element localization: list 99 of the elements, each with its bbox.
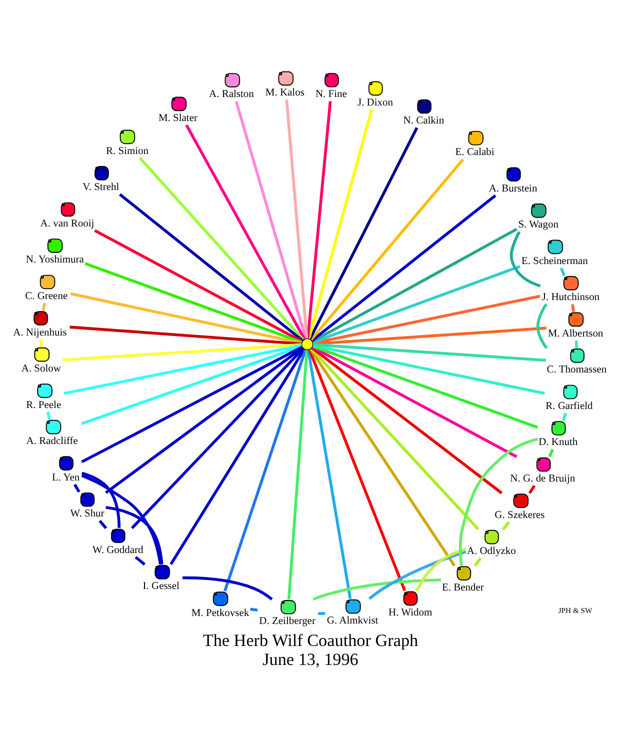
- connector: [560, 267, 566, 276]
- node-label: V. Strehl: [82, 182, 120, 193]
- node-label: R. Peele: [26, 399, 62, 410]
- node-label: N. Fine: [315, 88, 347, 100]
- connector: [574, 340, 578, 348]
- connector: [287, 350, 308, 599]
- connector: [312, 345, 518, 458]
- connector: [285, 99, 308, 338]
- connector: [312, 344, 538, 428]
- connector: [70, 292, 302, 344]
- connector: [81, 345, 302, 463]
- node-label: N. G. de Bruijn: [510, 473, 576, 484]
- node-label: W. Goddard: [92, 544, 144, 556]
- connector: [118, 192, 304, 342]
- node-label: C. Thomassen: [546, 364, 607, 376]
- connector: [474, 556, 482, 566]
- node-label: E. Calabi: [455, 146, 494, 158]
- node-label: H. Widom: [388, 606, 432, 618]
- connector: [311, 346, 503, 494]
- diagram-title: The Herb Wilf Coauthor Graph: [202, 630, 418, 650]
- connector: [318, 612, 326, 614]
- connector: [312, 344, 545, 394]
- node-label: M. Slater: [158, 112, 198, 124]
- node-label: E. Bender: [442, 582, 484, 593]
- connector: [94, 228, 303, 342]
- connector: [308, 348, 406, 591]
- node-label: D. Knuth: [538, 436, 578, 448]
- node-label: N. Yoshimura: [26, 254, 84, 266]
- node-label: D. Zeilberger: [259, 616, 316, 627]
- connector: [307, 108, 374, 338]
- node-label: A. Nijenhuis: [13, 326, 67, 338]
- connector: [368, 550, 466, 600]
- connector: [536, 302, 548, 348]
- connector: [571, 304, 575, 312]
- caption: June 13, 1996: [262, 650, 358, 669]
- node-label: S. Wagon: [518, 219, 559, 230]
- node-label: M. Albertson: [548, 328, 604, 339]
- node-label: M. Petkovsek: [191, 607, 250, 618]
- connector: [312, 294, 540, 344]
- connector: [106, 505, 164, 564]
- connector: [310, 347, 480, 530]
- node-label: I. Gessel: [142, 580, 180, 592]
- node-label: W. Shur: [70, 508, 104, 520]
- connector: [130, 347, 304, 529]
- connector: [84, 262, 302, 344]
- connector: [528, 484, 536, 494]
- connector: [458, 437, 538, 566]
- connector: [310, 158, 464, 340]
- connector: [105, 346, 304, 494]
- node-label: A. Solow: [21, 363, 61, 374]
- connector: [312, 578, 441, 600]
- node-label: N. Calkin: [403, 114, 444, 126]
- connector: [311, 194, 496, 342]
- connector: [134, 555, 146, 566]
- node-label: A. Ralston: [209, 88, 254, 100]
- connector: [234, 100, 308, 339]
- connector: [81, 344, 302, 425]
- connector: [562, 412, 568, 421]
- connector: [313, 342, 546, 362]
- connector: [70, 325, 302, 345]
- connector: [415, 547, 466, 591]
- node-label: G. Szekeres: [494, 509, 545, 520]
- node-label: J. Dixon: [357, 96, 394, 108]
- node-label: A. van Rooij: [40, 218, 94, 229]
- node-label: R. Simion: [106, 145, 149, 156]
- node-label: R. Garfield: [546, 400, 593, 412]
- connector: [224, 348, 307, 591]
- connector: [306, 349, 352, 598]
- connector: [308, 126, 418, 340]
- connector: [312, 227, 518, 342]
- connector: [185, 124, 306, 340]
- connector: [40, 338, 43, 346]
- connector: [250, 607, 258, 611]
- connector: [138, 156, 304, 340]
- connector: [510, 230, 541, 287]
- node-circle: [301, 338, 314, 350]
- connector: [62, 342, 302, 361]
- connector: [502, 520, 510, 530]
- connector: [98, 519, 108, 529]
- node-label: C. Greene: [25, 290, 68, 302]
- node-label: G. Almkvist: [326, 615, 378, 626]
- connector: [548, 448, 554, 457]
- node-label: A. Burstein: [488, 182, 538, 194]
- connector: [46, 411, 51, 420]
- node-label: L. Yen: [52, 472, 80, 483]
- node-label: M. Kalos: [265, 86, 304, 98]
- connector: [309, 348, 456, 566]
- label: JPH & SW: [558, 606, 592, 615]
- node-label: A. Odlyzko: [466, 546, 516, 557]
- connector: [64, 344, 302, 394]
- connector: [306, 100, 332, 338]
- connector: [74, 483, 80, 492]
- connector: [312, 264, 520, 344]
- connector: [182, 576, 273, 600]
- connector: [42, 302, 46, 310]
- connector: [170, 348, 306, 565]
- node-label: A. Radcliffe: [26, 436, 78, 447]
- node-label: E. Scheinerman: [522, 255, 588, 266]
- node-label: J. Hutchinson: [542, 292, 600, 303]
